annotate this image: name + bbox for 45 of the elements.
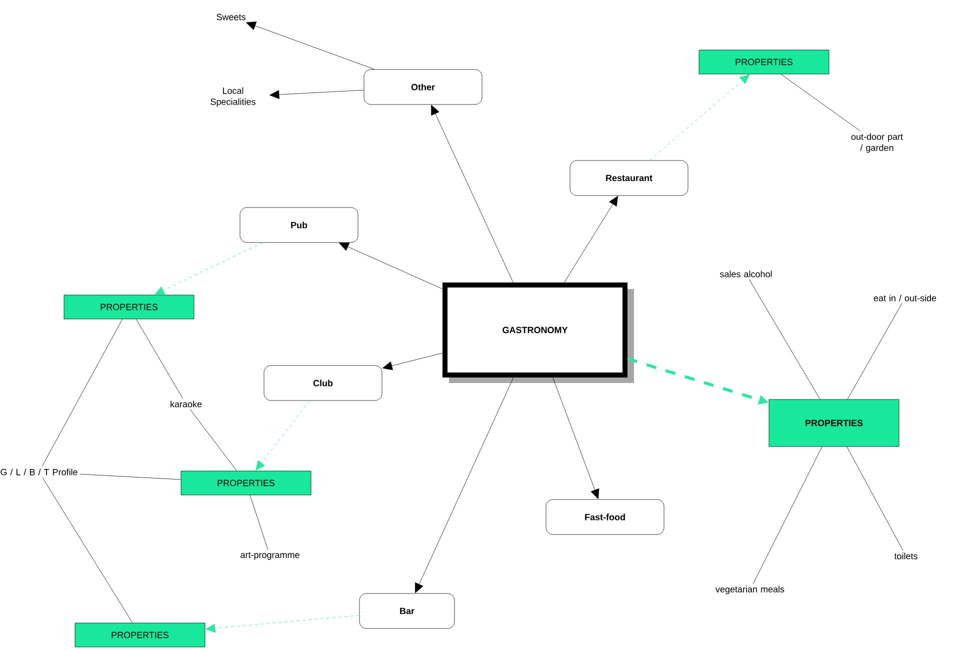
- property-text: out-door part / garden: [851, 133, 903, 153]
- arrow: [415, 377, 514, 594]
- properties-box: PROPERTIES: [768, 399, 900, 447]
- connector-line: [136, 319, 183, 399]
- arrow: [246, 22, 375, 70]
- properties-box: PROPERTIES: [180, 470, 312, 496]
- arrow: [431, 104, 514, 283]
- property-text: Sweets: [216, 14, 246, 20]
- arrow: [256, 400, 310, 471]
- category-box: Pub: [240, 207, 358, 243]
- properties-box: PROPERTIES: [64, 294, 194, 320]
- connector-line: [250, 495, 268, 550]
- properties-box: PROPERTIES: [74, 622, 206, 648]
- properties-box: PROPERTIES: [698, 50, 830, 74]
- connector-line: [780, 74, 861, 132]
- connector-line: [42, 477, 133, 623]
- property-text: Local Specialities: [210, 87, 256, 107]
- arrow: [206, 615, 360, 633]
- connector-line: [847, 303, 902, 400]
- property-text: toilets: [894, 552, 918, 560]
- arrow: [564, 196, 618, 283]
- arrow: [552, 377, 600, 500]
- connector-line: [749, 279, 820, 400]
- connector-line: [42, 319, 123, 467]
- property-text: G / L / B / T Profile: [0, 468, 78, 476]
- arrow: [154, 242, 263, 295]
- category-box: Restaurant: [570, 160, 688, 196]
- connector-line: [190, 409, 237, 471]
- connector-line: [846, 446, 904, 551]
- property-text: karaoke: [170, 400, 202, 408]
- arrow: [270, 90, 364, 100]
- arrow: [649, 74, 750, 160]
- arrow: [339, 242, 443, 290]
- property-text: eat in / out-side: [874, 294, 936, 302]
- category-box: Club: [264, 365, 382, 401]
- property-text: vegetarian meals: [716, 586, 784, 594]
- category-box: Fast-food: [546, 499, 664, 535]
- connector-line: [80, 474, 181, 480]
- property-text: sales alcohol: [720, 270, 772, 278]
- main-topic-box: GASTRONOMY: [442, 282, 634, 383]
- arrow: [382, 352, 443, 370]
- property-text: art-programme: [240, 552, 300, 560]
- category-box: Other: [364, 69, 482, 105]
- category-box: Bar: [359, 593, 455, 629]
- connector-line: [753, 446, 822, 584]
